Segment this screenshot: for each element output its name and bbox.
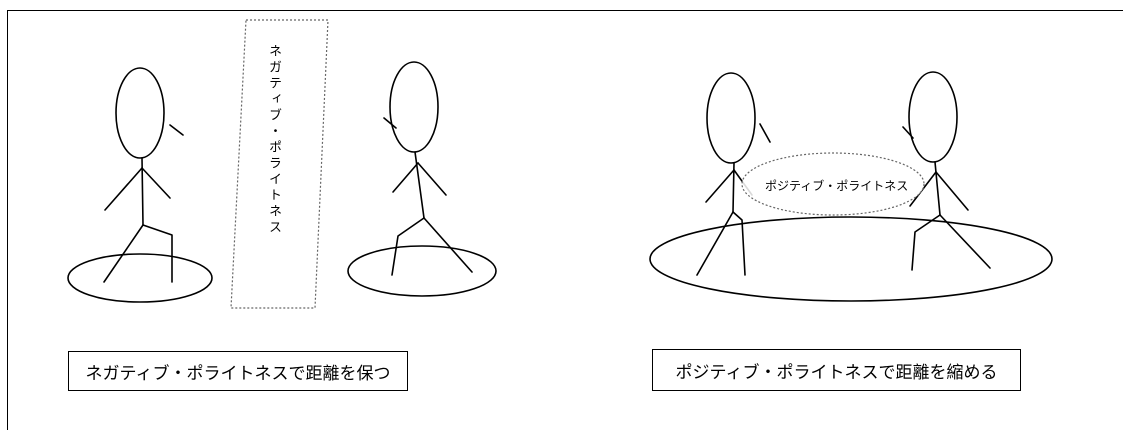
- right-shared-space: [649, 216, 1053, 302]
- arm-right: [417, 162, 447, 196]
- right-figure-2: [902, 71, 991, 271]
- arm-left: [392, 162, 419, 193]
- head: [706, 72, 756, 164]
- leg-left: [911, 214, 941, 271]
- arm-left: [104, 167, 143, 211]
- torso: [414, 151, 425, 219]
- positive-politeness-label: ポジティブ・ポライトネス: [765, 179, 909, 193]
- nose: [383, 117, 397, 129]
- nose: [902, 126, 914, 139]
- torso: [934, 161, 941, 216]
- illustration: [67, 19, 1053, 309]
- leg-right: [732, 211, 746, 276]
- positive-politeness-oval: [741, 152, 925, 216]
- head: [389, 61, 439, 153]
- leg-right: [939, 214, 991, 269]
- leg-left: [391, 217, 425, 276]
- leg-left: [103, 224, 144, 283]
- right-caption: ポジティブ・ポライトネスで距離を縮める: [652, 349, 1021, 391]
- nose: [759, 123, 771, 143]
- left-figure-1: [67, 67, 213, 303]
- personal-space-oval-left-1: [67, 253, 213, 303]
- nose: [169, 124, 184, 136]
- diagram-canvas: ネガティブ・ポライトネス ポジティブ・ポライトネス ネガティブ・ポライトネスで距…: [7, 10, 1123, 430]
- arm-right: [935, 171, 969, 211]
- left-figure-2: [347, 61, 497, 297]
- head: [115, 67, 165, 159]
- barrier-panel: [230, 19, 329, 309]
- arm-left: [705, 169, 735, 203]
- leg-right: [142, 224, 173, 283]
- leg-right: [423, 217, 473, 273]
- negative-politeness-barrier: [230, 19, 329, 309]
- left-caption: ネガティブ・ポライトネスで距離を保つ: [68, 351, 408, 391]
- head: [908, 71, 958, 163]
- shared-space-oval: [649, 216, 1053, 302]
- leg-left: [696, 211, 734, 276]
- dotted-oval: [741, 152, 925, 216]
- personal-space-oval-left-2: [347, 245, 497, 297]
- negative-politeness-label: ネガティブ・ポライトネス: [266, 44, 281, 236]
- frame-border: [7, 10, 1123, 430]
- arm-right: [141, 167, 171, 199]
